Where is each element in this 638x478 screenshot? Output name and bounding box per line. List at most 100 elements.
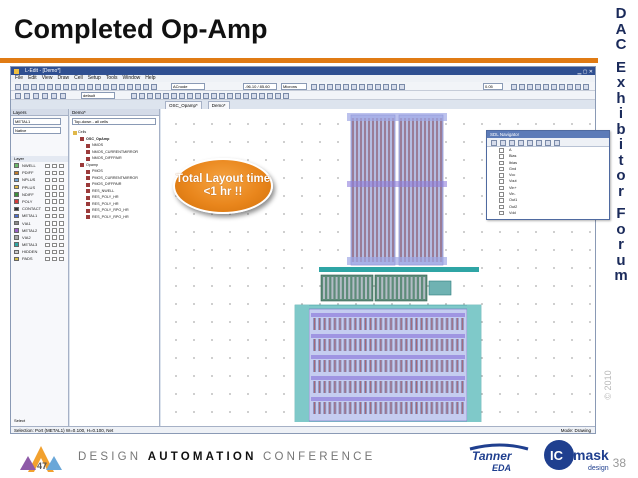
layer-row[interactable]: PDIFF <box>11 169 68 176</box>
toolbar-icon[interactable] <box>47 83 53 90</box>
toolbar-icon[interactable] <box>251 92 257 99</box>
toolbar-icon[interactable] <box>55 83 61 90</box>
toolbar-icon[interactable] <box>383 83 389 90</box>
layer-visibility-checkbox[interactable] <box>45 242 50 248</box>
toolbar-icon[interactable] <box>509 139 515 146</box>
toolbar-icon[interactable] <box>343 83 349 90</box>
toolbar-icon[interactable] <box>147 92 153 99</box>
toolbar-icon[interactable] <box>491 139 497 146</box>
cell-item[interactable]: RES_POLY_HR <box>70 194 159 201</box>
net-item[interactable]: Vin- <box>487 191 609 197</box>
toolbar-icon[interactable] <box>518 139 524 146</box>
toolbar-icon[interactable] <box>527 83 533 90</box>
net-checkbox[interactable] <box>499 179 504 184</box>
net-item[interactable]: Out1 <box>487 197 609 203</box>
net-item[interactable]: Vout <box>487 178 609 184</box>
toolbar-icon[interactable] <box>319 83 325 90</box>
toolbar-icon[interactable] <box>551 83 557 90</box>
layer-visibility-checkbox[interactable] <box>45 221 50 226</box>
layer-visibility-checkbox[interactable] <box>45 213 50 219</box>
layer-visibility-checkbox[interactable] <box>59 170 64 176</box>
toolbar-icon[interactable] <box>243 92 249 99</box>
layer-visibility-checkbox[interactable] <box>52 177 57 183</box>
toolbar-icon[interactable] <box>219 92 225 99</box>
layer-visibility-checkbox[interactable] <box>45 256 50 262</box>
net-checkbox[interactable] <box>499 185 504 191</box>
layer-visibility-checkbox[interactable] <box>45 228 50 233</box>
menu-cell[interactable]: Cell <box>74 75 83 81</box>
toolbar-icon[interactable] <box>211 92 217 99</box>
layer-visibility-checkbox[interactable] <box>52 235 57 240</box>
toolbar-icon[interactable] <box>351 83 357 90</box>
toolbar-icon[interactable] <box>39 83 45 90</box>
toolbar-icon[interactable] <box>527 139 533 146</box>
net-item[interactable]: Bias <box>487 153 609 159</box>
layer-visibility-checkbox[interactable] <box>52 256 57 262</box>
net-item[interactable]: A <box>487 147 609 153</box>
net-item[interactable]: Ibias <box>487 160 609 166</box>
net-checkbox[interactable] <box>499 148 504 153</box>
layer-visibility-checkbox[interactable] <box>52 185 57 190</box>
menu-file[interactable]: File <box>15 75 24 81</box>
toolbar-icon[interactable] <box>559 83 565 90</box>
layer-row[interactable]: METAL2 <box>11 227 68 234</box>
toolbar-icon[interactable] <box>51 92 57 99</box>
toolbar-icon[interactable] <box>103 83 109 90</box>
layer-row[interactable]: NPLUS <box>11 176 68 183</box>
menu-help[interactable]: Help <box>145 75 156 81</box>
layer-row[interactable]: HIDDEN <box>11 248 68 255</box>
toolbar-icon[interactable] <box>95 83 101 90</box>
toolbar-icon[interactable] <box>391 83 397 90</box>
cell-filter-select[interactable]: Top-down - all cells <box>72 118 156 125</box>
cell-item[interactable]: RES_POLY_RPO_HR <box>70 214 159 221</box>
layer-visibility-checkbox[interactable] <box>52 170 57 176</box>
layer-visibility-checkbox[interactable] <box>59 163 64 168</box>
layer-row[interactable]: METAL3 <box>11 241 68 248</box>
toolbar-icon[interactable] <box>399 83 405 90</box>
toolbar-icon[interactable] <box>119 83 125 90</box>
layer-visibility-checkbox[interactable] <box>52 163 57 168</box>
tab-osc-opamp[interactable]: OSC_Opamp* <box>165 101 202 109</box>
layer-visibility-checkbox[interactable] <box>59 177 64 183</box>
layer-visibility-checkbox[interactable] <box>59 199 64 204</box>
layer-row[interactable]: NWELL <box>11 162 68 169</box>
layer-row[interactable]: VIA2 <box>11 234 68 241</box>
layer-visibility-checkbox[interactable] <box>59 235 64 240</box>
unit-select[interactable]: Microns <box>281 83 307 90</box>
layer-select[interactable]: ACnode <box>171 83 205 90</box>
toolbar-icon[interactable] <box>63 83 69 90</box>
cell-item[interactable]: PMOS <box>70 168 159 175</box>
net-item[interactable]: Vdd <box>487 210 609 216</box>
toolbar-icon[interactable] <box>15 92 21 99</box>
toolbar-icon[interactable] <box>367 83 373 90</box>
toolbar-icon[interactable] <box>23 83 29 90</box>
layer-visibility-checkbox[interactable] <box>45 192 50 197</box>
toolbar-icon[interactable] <box>79 83 85 90</box>
layer-visibility-checkbox[interactable] <box>59 192 64 197</box>
net-checkbox[interactable] <box>499 198 504 203</box>
layer-visibility-checkbox[interactable] <box>59 213 64 219</box>
toolbar-icon[interactable] <box>111 83 117 90</box>
toolbar-icon[interactable] <box>187 92 193 99</box>
toolbar-icon[interactable] <box>543 83 549 90</box>
layer-visibility-checkbox[interactable] <box>52 206 57 212</box>
toolbar-icon[interactable] <box>195 92 201 99</box>
menu-edit[interactable]: Edit <box>28 75 37 81</box>
layer-visibility-checkbox[interactable] <box>52 249 57 255</box>
layer-row[interactable]: METAL1 <box>11 212 68 219</box>
layer-visibility-checkbox[interactable] <box>59 185 64 190</box>
net-checkbox[interactable] <box>499 204 504 210</box>
toolbar-icon[interactable] <box>545 139 551 146</box>
net-checkbox[interactable] <box>499 210 504 216</box>
cell-item[interactable]: NMOS_CURRENTMIRROR <box>70 149 159 156</box>
layer-row[interactable]: POLY <box>11 198 68 205</box>
toolbar-icon[interactable] <box>31 83 37 90</box>
toolbar-icon[interactable] <box>127 83 133 90</box>
current-layer-select[interactable]: METAL1 <box>13 118 61 125</box>
cell-item[interactable]: OSC_OpAmp <box>70 136 159 143</box>
toolbar-icon[interactable] <box>179 92 185 99</box>
toolbar-icon[interactable] <box>87 83 93 90</box>
toolbar-icon[interactable] <box>227 92 233 99</box>
toolbar-icon[interactable] <box>33 92 39 99</box>
toolbar-icon[interactable] <box>15 83 21 90</box>
